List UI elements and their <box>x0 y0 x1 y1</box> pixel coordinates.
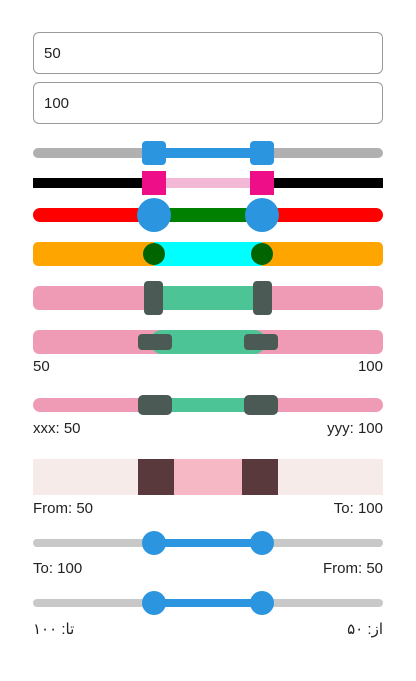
slider-9-high-handle[interactable] <box>250 531 274 555</box>
slider-7-high-handle[interactable] <box>244 395 278 415</box>
slider-9-range <box>154 539 262 547</box>
slider-5-low-handle[interactable] <box>144 281 163 315</box>
slider-4-low-handle[interactable] <box>143 243 165 265</box>
slider-2-high-handle[interactable] <box>250 171 274 195</box>
slider-5-range <box>154 286 262 310</box>
slider-2-range <box>154 178 262 188</box>
slider-6-low-label: 50 <box>33 358 50 375</box>
slider-6-low-handle[interactable] <box>138 334 172 350</box>
slider-10-from-label: از: ۵۰ <box>347 621 383 638</box>
slider-7-range <box>154 398 262 412</box>
slider-3-range <box>154 208 262 222</box>
min-value-input[interactable] <box>33 32 383 74</box>
slider-8-high-handle[interactable] <box>242 459 278 495</box>
slider-7-high-label: yyy: 100 <box>327 420 383 437</box>
slider-4-high-handle[interactable] <box>251 243 273 265</box>
slider-8-range <box>174 459 242 495</box>
slider-1-range <box>154 148 262 158</box>
max-value-input[interactable] <box>33 82 383 124</box>
slider-10-high-handle[interactable] <box>142 591 166 615</box>
slider-2-low-handle[interactable] <box>142 171 166 195</box>
slider-10-to-label: تا: ۱۰۰ <box>33 621 75 638</box>
slider-1-low-handle[interactable] <box>142 141 166 165</box>
slider-10-low-handle[interactable] <box>250 591 274 615</box>
slider-6-high-handle[interactable] <box>244 334 278 350</box>
slider-7-low-label: xxx: 50 <box>33 420 81 437</box>
slider-6-high-label: 100 <box>357 358 383 375</box>
slider-9-left-label: To: 100 <box>33 560 83 577</box>
slider-9-right-label: From: 50 <box>322 560 383 577</box>
slider-3-high-handle[interactable] <box>245 198 279 232</box>
slider-10-range <box>154 599 262 607</box>
slider-3-low-handle[interactable] <box>137 198 171 232</box>
slider-8-low-handle[interactable] <box>138 459 174 495</box>
slider-1-high-handle[interactable] <box>250 141 274 165</box>
slider-5-high-handle[interactable] <box>253 281 272 315</box>
slider-8-low-label: From: 50 <box>33 500 94 517</box>
slider-4-range <box>154 242 262 266</box>
slider-8-high-label: To: 100 <box>333 500 383 517</box>
slider-9-low-handle[interactable] <box>142 531 166 555</box>
slider-7-low-handle[interactable] <box>138 395 172 415</box>
